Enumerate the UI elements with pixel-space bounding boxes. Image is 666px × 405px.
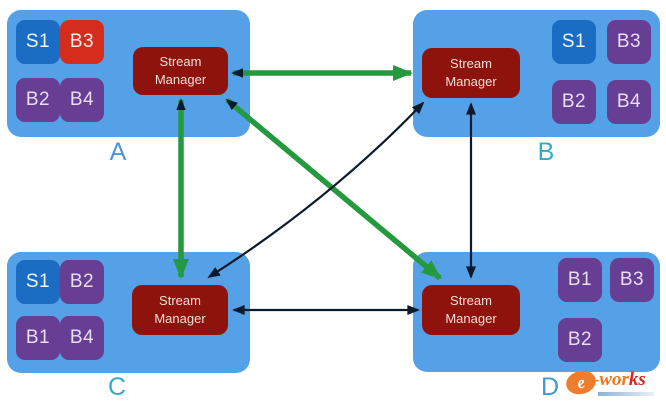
edge-a-d-green [225, 97, 442, 281]
stream-manager-a-label: Stream Manager [154, 54, 207, 87]
node-c-label: C [107, 373, 127, 401]
stream-manager-c-label: Stream Manager [154, 293, 206, 326]
node-b-box-s1: S1 [552, 20, 596, 64]
eworks-logo-text: -works [593, 369, 646, 391]
node-a-box-b2: B2 [16, 78, 60, 122]
node-d-box-b2: B2 [558, 318, 602, 362]
stream-manager-b: Stream Manager [422, 48, 520, 98]
eworks-logo-text-tail: ks [628, 369, 646, 390]
node-a-container: S1 B3 B2 B4 Stream Manager [7, 10, 250, 137]
node-b-box-b2: B2 [552, 80, 596, 124]
node-c-box-b4: B4 [60, 316, 104, 360]
node-c-box-s1: S1 [16, 260, 60, 304]
node-c-container: S1 B2 B1 B4 Stream Manager [7, 252, 250, 373]
node-d-label: D [540, 373, 560, 401]
node-d-container: Stream Manager B1 B3 B2 [413, 252, 660, 372]
node-c-box-b2: B2 [60, 260, 104, 304]
eworks-logo-underline [598, 392, 654, 396]
stream-manager-d-label: Stream Manager [445, 293, 497, 326]
node-d-box-b3: B3 [610, 258, 654, 302]
stream-manager-d: Stream Manager [422, 285, 520, 335]
eworks-logo: e -works [563, 367, 664, 403]
node-c-box-b1: B1 [16, 316, 60, 360]
stream-manager-b-label: Stream Manager [445, 56, 497, 89]
stream-manager-c: Stream Manager [132, 285, 228, 335]
node-a-label: A [109, 138, 127, 166]
stream-manager-a: Stream Manager [133, 47, 228, 95]
node-a-box-b4: B4 [60, 78, 104, 122]
node-b-container: Stream Manager S1 B3 B2 B4 [413, 10, 660, 137]
node-d-box-b1: B1 [558, 258, 602, 302]
node-b-label: B [537, 138, 555, 166]
node-b-box-b3: B3 [607, 20, 651, 64]
eworks-logo-text-head: -wor [593, 369, 629, 390]
node-b-box-b4: B4 [607, 80, 651, 124]
node-a-box-b3: B3 [60, 20, 104, 64]
node-a-box-s1: S1 [16, 20, 60, 64]
